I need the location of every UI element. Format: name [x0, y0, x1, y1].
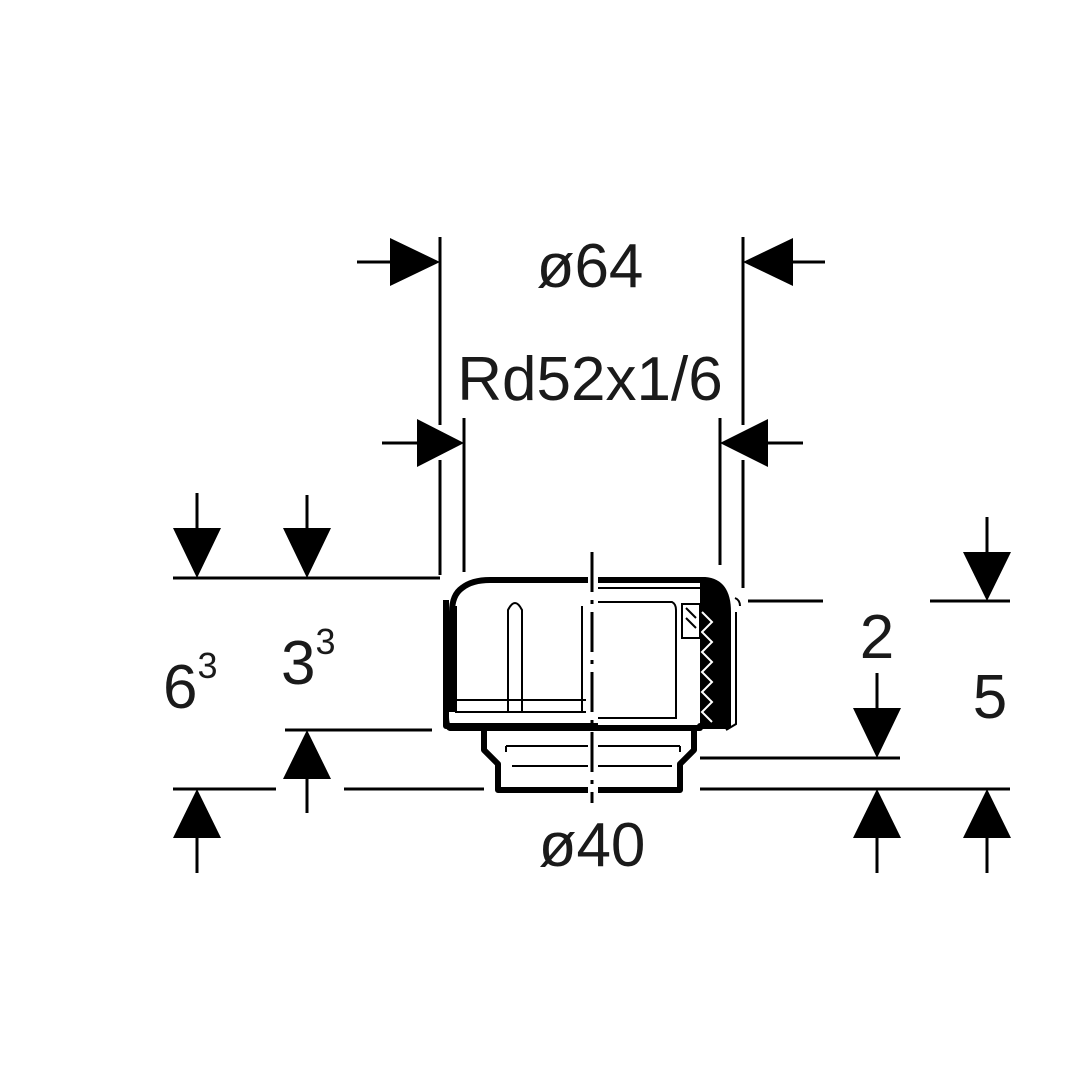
part-cross-section [443, 552, 741, 803]
outer-diameter-dimension: ø64 [357, 232, 825, 425]
arrow-up-icon [173, 789, 221, 838]
arrow-down-icon [173, 528, 221, 578]
arrow-down-icon [853, 708, 901, 758]
arrow-up-icon [963, 789, 1011, 838]
thread-label: Rd52x1/6 [457, 345, 722, 414]
arrow-right-icon [390, 238, 440, 286]
right-large-label: 5 [973, 663, 1007, 732]
arrow-up-icon [283, 730, 331, 779]
arrow-left-icon [743, 238, 793, 286]
spigot-outline [481, 730, 697, 793]
arrow-up-icon [853, 789, 901, 838]
total-height-label: 63 [163, 645, 218, 722]
arrow-right-icon [417, 419, 464, 467]
right-small-label: 2 [860, 603, 894, 672]
arrow-down-icon [963, 552, 1011, 601]
cap-outline [443, 577, 731, 731]
arrow-down-icon [283, 528, 331, 578]
outer-diameter-label: ø64 [537, 232, 644, 301]
arrow-left-icon [720, 419, 768, 467]
bottom-diameter-label: ø40 [539, 811, 646, 880]
lower-height-label: 33 [281, 621, 336, 698]
left-height-dimensions: 63 33 [163, 493, 484, 873]
right-height-dimensions: 2 5 [700, 517, 1011, 873]
thread-dimension: Rd52x1/6 [382, 345, 803, 588]
